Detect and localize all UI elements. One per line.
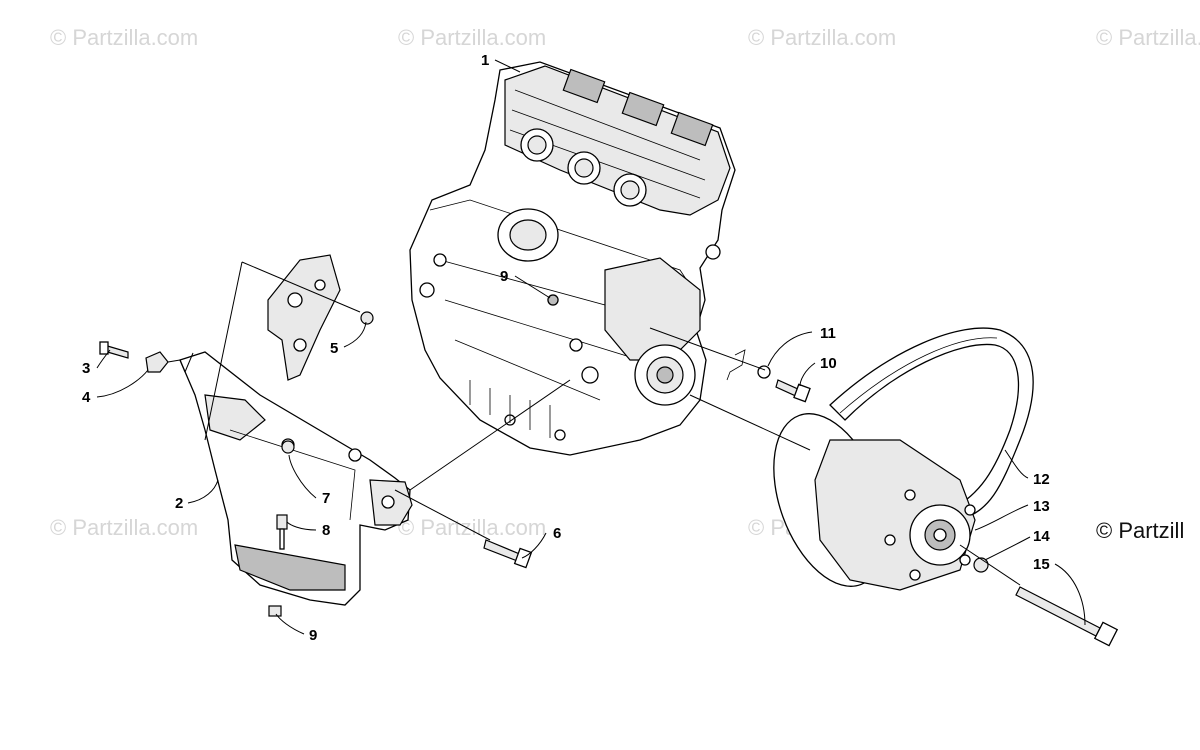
callout-14: 14: [1033, 528, 1050, 545]
callout-7: 7: [322, 490, 330, 507]
watermarks: © Partzilla.com © Partzilla.com © Partzi…: [50, 25, 1200, 540]
callout-5: 5: [330, 340, 338, 357]
watermark: © Partzilla.com: [398, 515, 546, 540]
callout-15: 15: [1033, 556, 1050, 573]
callout-9-engine: 9: [500, 268, 508, 285]
callout-8: 8: [322, 522, 330, 539]
callout-1: 1: [481, 52, 489, 69]
mount-plate: [179, 351, 413, 606]
callout-2: 2: [175, 495, 183, 512]
leader-lines: [96, 59, 1086, 635]
callout-6: 6: [553, 525, 561, 542]
watermark: © Partzilla.com: [1096, 25, 1200, 50]
fasteners: [99, 294, 1119, 647]
callout-10: 10: [820, 355, 837, 372]
engine-assembly: [409, 61, 736, 456]
copyright-label: © Partzill: [1096, 518, 1184, 543]
callout-3: 3: [82, 360, 90, 377]
callout-11: 11: [820, 325, 836, 342]
callout-9-lower: 9: [309, 627, 317, 644]
drive-clutch: [773, 413, 976, 591]
callout-13: 13: [1033, 498, 1050, 515]
callout-12: 12: [1033, 471, 1050, 488]
watermark: © Partzilla.com: [50, 25, 198, 50]
watermark: © Partzilla.com: [50, 515, 198, 540]
watermark: © Partzilla.com: [398, 25, 546, 50]
watermark: © Partzilla.com: [748, 25, 896, 50]
callouts: 1 2 3 4 5 6 7 8 9 9 10 11 12 13 14 15: [82, 52, 1050, 644]
callout-4: 4: [82, 389, 91, 406]
mount-bracket-upper: [267, 254, 341, 381]
